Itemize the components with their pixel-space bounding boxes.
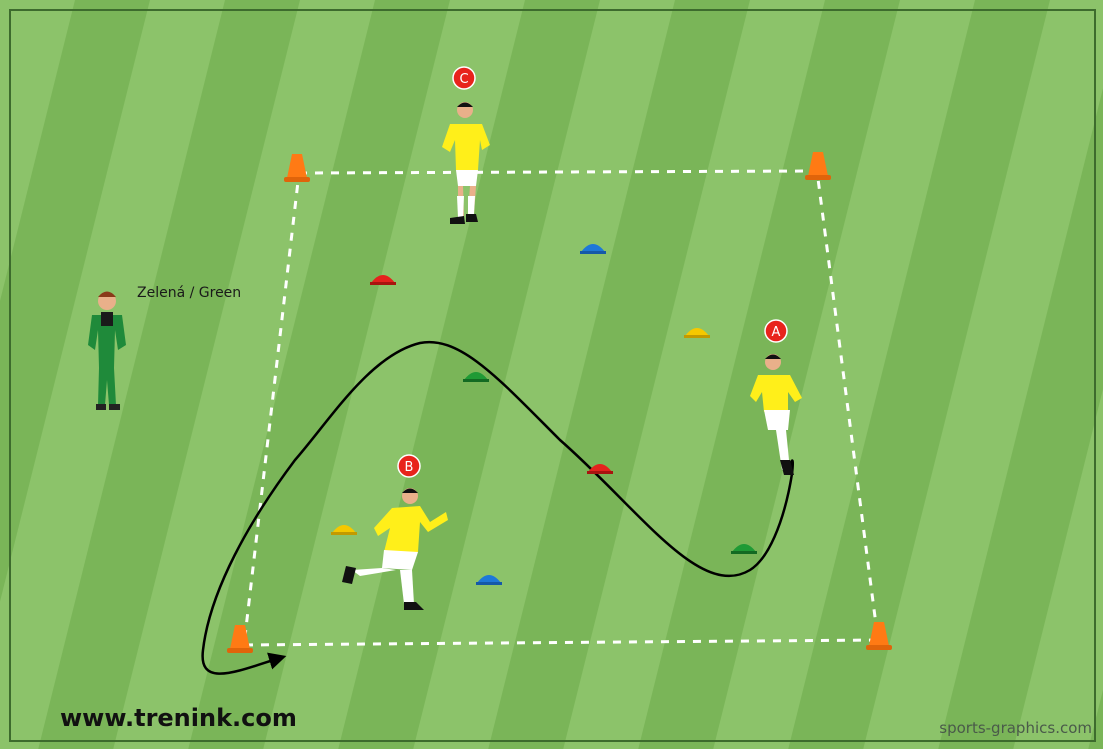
player-a-label: A (772, 325, 781, 340)
player-c-label: C (459, 72, 468, 87)
player-b-badge: B (397, 454, 421, 478)
dashed-grid-boundary (242, 169, 880, 647)
dribble-path (201, 340, 794, 675)
marker-yellow-right (684, 328, 710, 338)
credit-watermark: sports-graphics.com (939, 719, 1092, 737)
marker-green-middle (463, 372, 489, 382)
player-a (750, 354, 802, 475)
player-b (342, 488, 448, 610)
player-b-label: B (405, 460, 414, 475)
marker-yellow-left (331, 525, 357, 535)
corner-cone-top-left (284, 154, 310, 182)
website-watermark: www.trenink.com (60, 704, 297, 732)
marker-blue-bottom (476, 575, 502, 585)
coach-figure (88, 291, 126, 410)
corner-cone-bottom-right (866, 622, 892, 650)
marker-red-top (370, 275, 396, 285)
marker-blue-top (580, 244, 606, 254)
coach-label: Zelená / Green (137, 285, 241, 301)
field-border (9, 9, 1096, 742)
player-c (442, 102, 490, 224)
marker-red-center (587, 464, 613, 474)
player-a-badge: A (764, 319, 788, 343)
corner-cone-bottom-left (227, 625, 253, 653)
marker-green-bottom-right (731, 544, 757, 554)
player-c-badge: C (452, 66, 476, 90)
corner-cone-top-right (805, 152, 831, 180)
